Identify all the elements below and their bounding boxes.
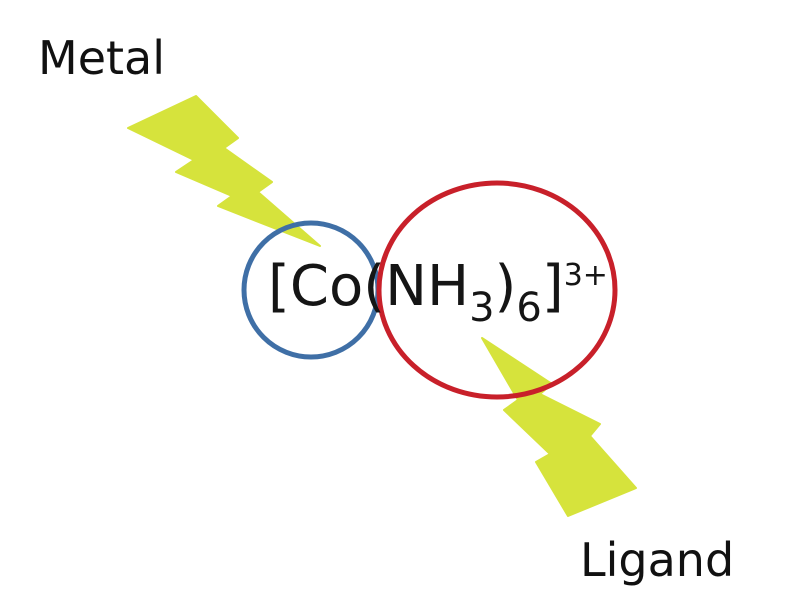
formula-open-bracket: [ xyxy=(268,254,290,319)
formula-ligand-subscript: 3 xyxy=(469,285,495,331)
formula-ligand-open-paren: ( xyxy=(363,254,386,319)
formula-ligand: NH xyxy=(385,254,470,319)
ligand-label: Ligand xyxy=(580,533,735,587)
metal-lightning-bolt-icon xyxy=(127,95,321,247)
metal-label: Metal xyxy=(38,31,165,85)
ligand-circle xyxy=(376,180,618,400)
complex-formula: [Co(NH3)6]3+ xyxy=(268,252,608,331)
formula-close-bracket: ] xyxy=(541,254,564,319)
formula-ligand-count: 6 xyxy=(516,285,542,331)
formula-ligand-close-paren: ) xyxy=(494,254,517,319)
formula-charge: 3+ xyxy=(563,258,608,293)
formula-metal: Co xyxy=(289,254,364,319)
ligand-lightning-bolt-icon xyxy=(481,337,637,517)
